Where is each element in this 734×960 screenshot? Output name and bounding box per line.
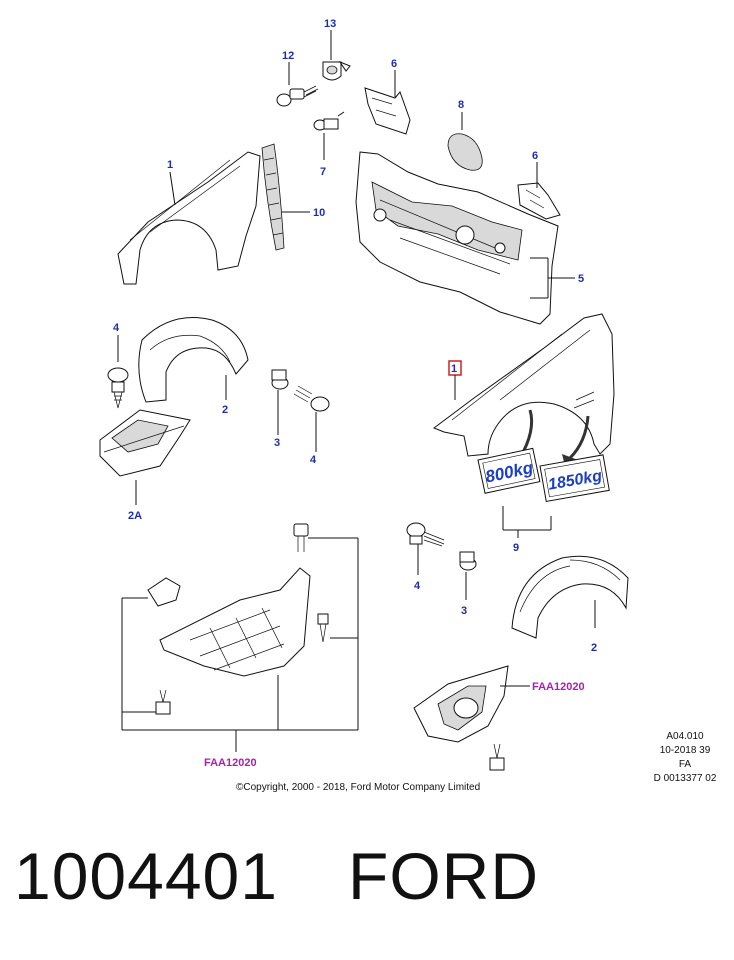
callout-12: 12	[282, 50, 294, 62]
callout-6-right: 6	[532, 150, 538, 162]
apron-panel-part-5	[355, 151, 575, 325]
callout-7: 7	[320, 166, 326, 178]
callout-8: 8	[458, 99, 464, 111]
code-line-1: A04.010	[666, 731, 704, 742]
callout-1-top: 1	[167, 159, 173, 171]
reference-faa12020-right: FAA12020	[532, 681, 585, 693]
callout-5: 5	[578, 273, 584, 285]
wheel-liner-part-2-left	[138, 317, 249, 403]
splash-shield-part-2A	[99, 409, 191, 505]
clip-part-13	[322, 30, 351, 81]
bolt-part-4-left	[107, 335, 129, 409]
load-plate-1850kg: 1850kg	[539, 454, 610, 503]
callout-2-left: 2	[222, 404, 228, 416]
callout-4-middle: 4	[310, 454, 317, 466]
callout-3-left: 3	[274, 437, 280, 449]
wheel-liner-part-2-right	[511, 555, 629, 639]
reference-faa12020-left: FAA12020	[204, 757, 257, 769]
undertray-assembly-left	[121, 523, 359, 752]
plates-bracket	[502, 506, 552, 538]
clip-part-3-right	[459, 551, 477, 600]
seal-part-10	[261, 143, 310, 251]
grommet-part-8	[447, 112, 483, 171]
callout-1-main: 1	[451, 363, 457, 375]
bolt-part-4-middle	[293, 385, 330, 452]
part-number: 1004401	[14, 839, 278, 913]
callout-2A: 2A	[128, 510, 142, 522]
exploded-parts-diagram: 13 12 7 6 8 6	[99, 18, 629, 771]
code-line-2: 10-2018 39	[659, 745, 711, 756]
callout-3-right: 3	[461, 605, 467, 617]
callout-4-left: 4	[113, 322, 120, 334]
clip-part-3-left	[271, 369, 289, 435]
drawing-code-block: A04.010 10-2018 39 FA D 0013377 02	[640, 730, 730, 786]
code-line-3: FA	[678, 759, 692, 770]
screw-part-12	[276, 62, 319, 107]
bolt-part-4-right	[406, 522, 445, 575]
callout-13: 13	[324, 18, 336, 30]
pin-part-7	[313, 111, 345, 160]
callout-9: 9	[513, 542, 519, 554]
brand-name: FORD	[348, 839, 539, 913]
code-line-4: D 0013377 02	[653, 773, 717, 784]
fender-part-1-main	[432, 313, 615, 457]
load-plate-800kg: 800kg	[477, 447, 541, 494]
callout-4-right: 4	[414, 580, 421, 592]
bracket-part-6-top	[364, 70, 411, 135]
subframe-bracket-right	[413, 665, 530, 771]
bracket-part-6-right	[517, 162, 561, 220]
callout-2-right: 2	[591, 642, 597, 654]
callout-6-top: 6	[391, 58, 397, 70]
fender-part-1-top	[117, 151, 261, 285]
callout-10: 10	[313, 207, 325, 219]
copyright-notice: ©Copyright, 2000 - 2018, Ford Motor Comp…	[236, 782, 481, 793]
